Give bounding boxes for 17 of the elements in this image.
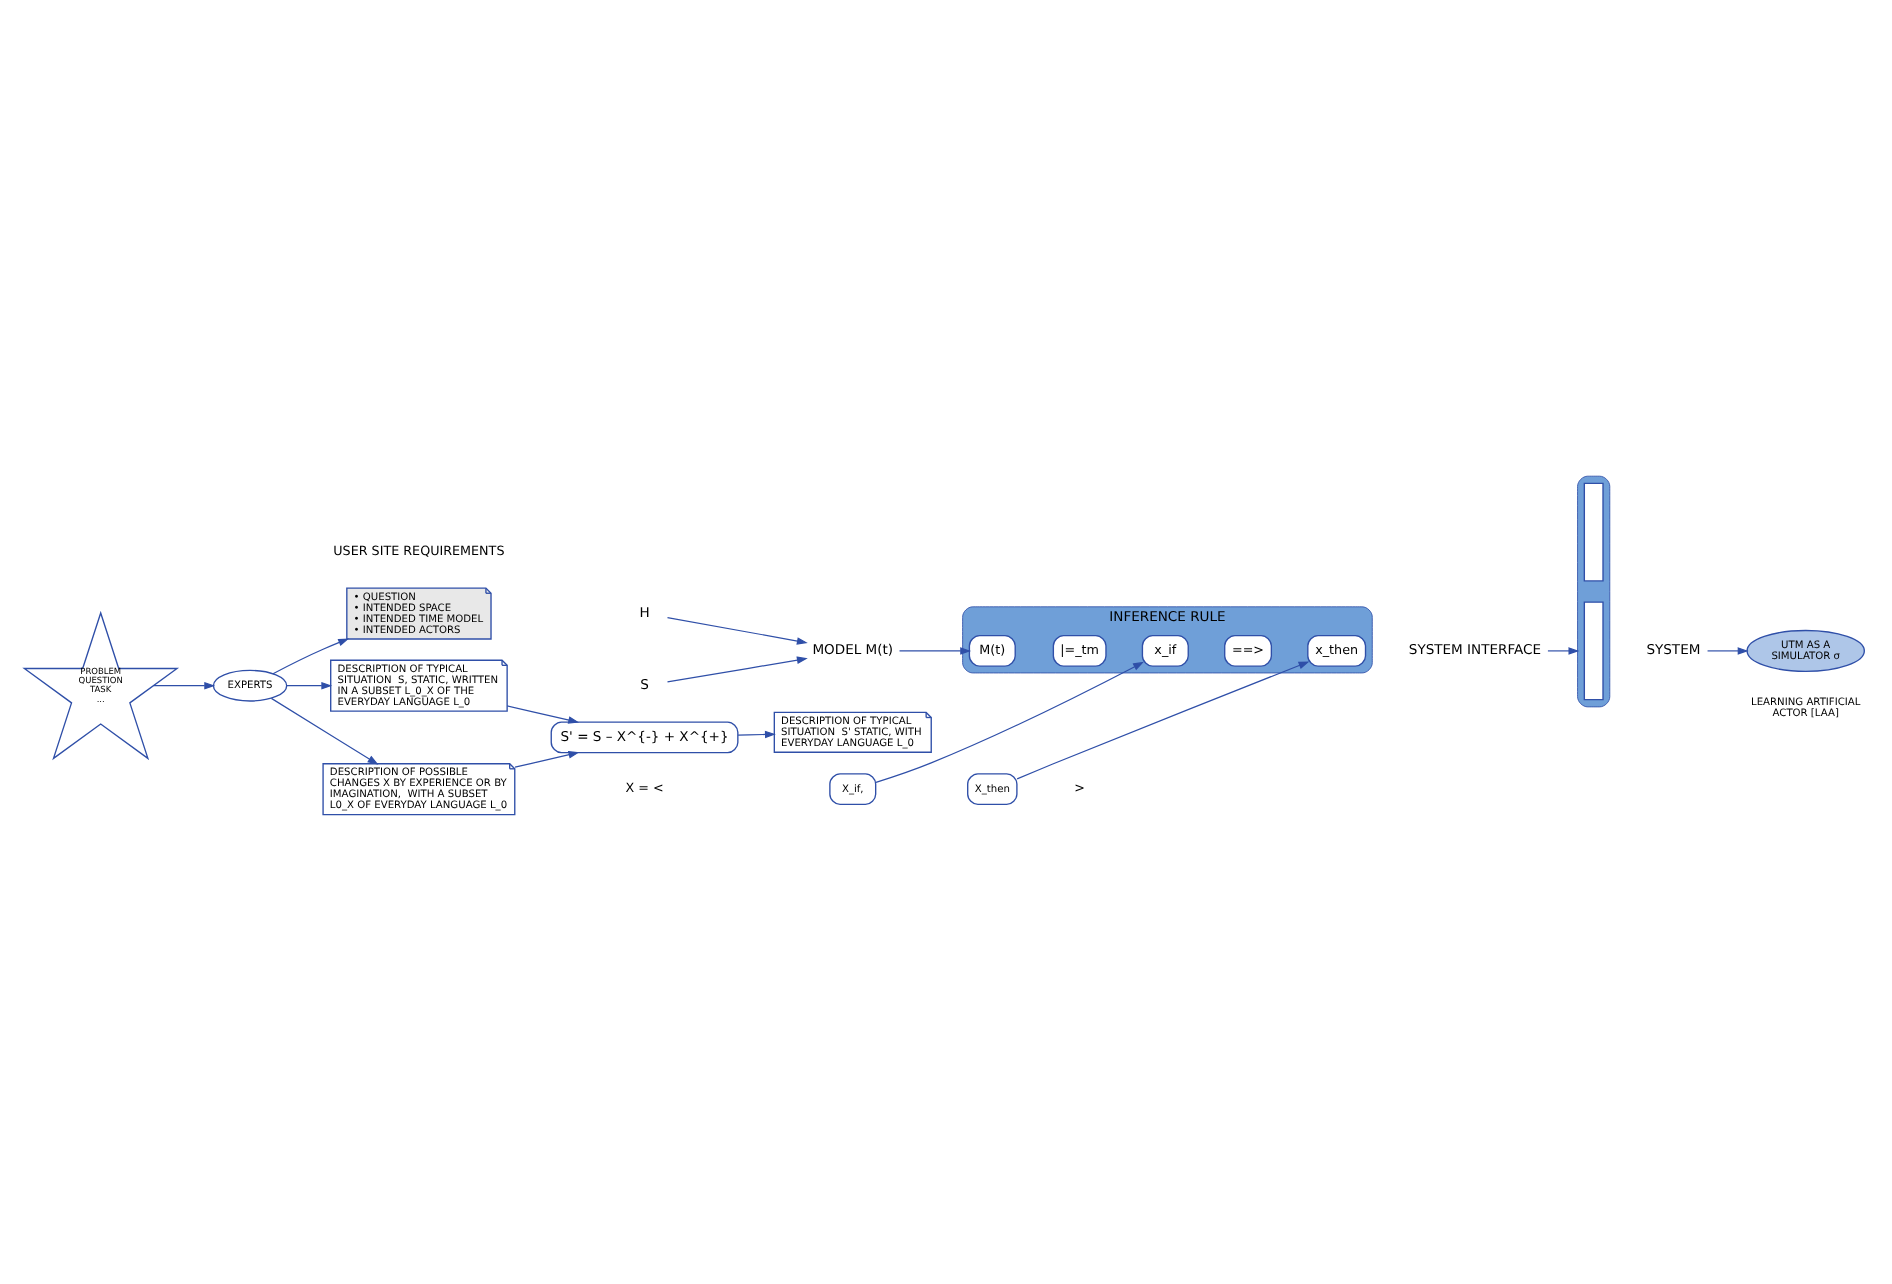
- node-box: [1583, 601, 1604, 701]
- arrow: [875, 661, 1144, 783]
- arrow: [153, 681, 216, 690]
- node-box: [1583, 482, 1604, 582]
- arrow: [666, 617, 808, 645]
- arrow: [666, 656, 808, 683]
- cluster: [1577, 475, 1611, 708]
- arrow: [1547, 647, 1580, 655]
- arrow: [1016, 661, 1310, 780]
- arrow: [270, 697, 379, 765]
- arrow: [898, 647, 972, 655]
- arrow: [737, 730, 776, 739]
- arrow: [272, 638, 350, 675]
- arrow: [506, 705, 580, 724]
- arrow: [1706, 647, 1749, 655]
- arrow: [514, 751, 580, 768]
- arrow: [286, 681, 333, 690]
